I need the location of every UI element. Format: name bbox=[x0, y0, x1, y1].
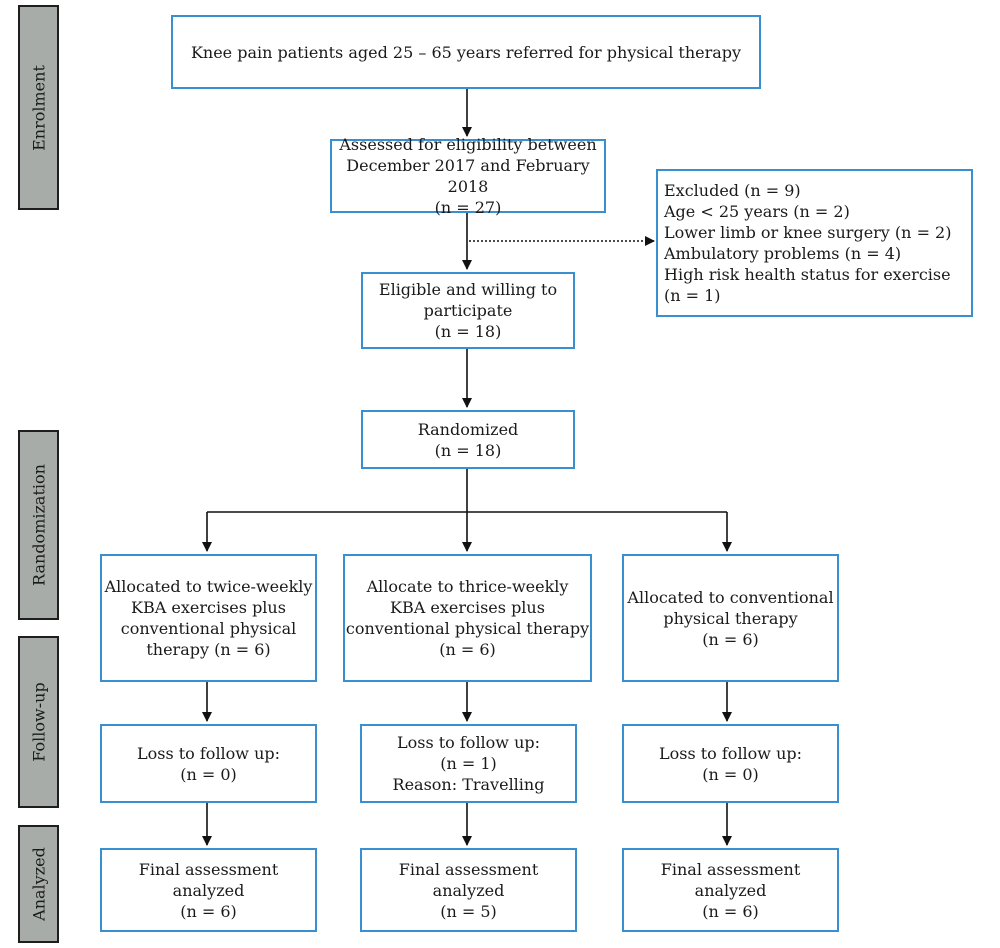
box-referred: Knee pain patients aged 25 – 65 years re… bbox=[171, 15, 761, 89]
box-loss2: Loss to follow up: (n = 1) Reason: Trave… bbox=[360, 724, 577, 803]
stage-followup: Follow-up bbox=[18, 636, 59, 808]
box-final2: Final assessment analyzed (n = 5) bbox=[360, 848, 577, 932]
box-alloc1: Allocated to twice-weekly KBA exercises … bbox=[100, 554, 317, 682]
box-excluded: Excluded (n = 9) Age < 25 years (n = 2) … bbox=[656, 169, 973, 317]
box-alloc3: Allocated to conventional physical thera… bbox=[622, 554, 839, 682]
stage-enrolment: Enrolment bbox=[18, 5, 59, 210]
box-final3: Final assessment analyzed (n = 6) bbox=[622, 848, 839, 932]
box-loss1: Loss to follow up: (n = 0) bbox=[100, 724, 317, 803]
box-final1: Final assessment analyzed (n = 6) bbox=[100, 848, 317, 932]
box-eligible: Eligible and willing to participate (n =… bbox=[361, 272, 575, 349]
box-assessed: Assessed for eligibility between Decembe… bbox=[330, 135, 606, 217]
box-randomized: Randomized (n = 18) bbox=[361, 410, 575, 469]
box-alloc2: Allocate to thrice-weekly KBA exercises … bbox=[343, 554, 592, 682]
stage-randomization: Randomization bbox=[18, 430, 59, 620]
stage-analyzed: Analyzed bbox=[18, 825, 59, 943]
box-loss3: Loss to follow up: (n = 0) bbox=[622, 724, 839, 803]
